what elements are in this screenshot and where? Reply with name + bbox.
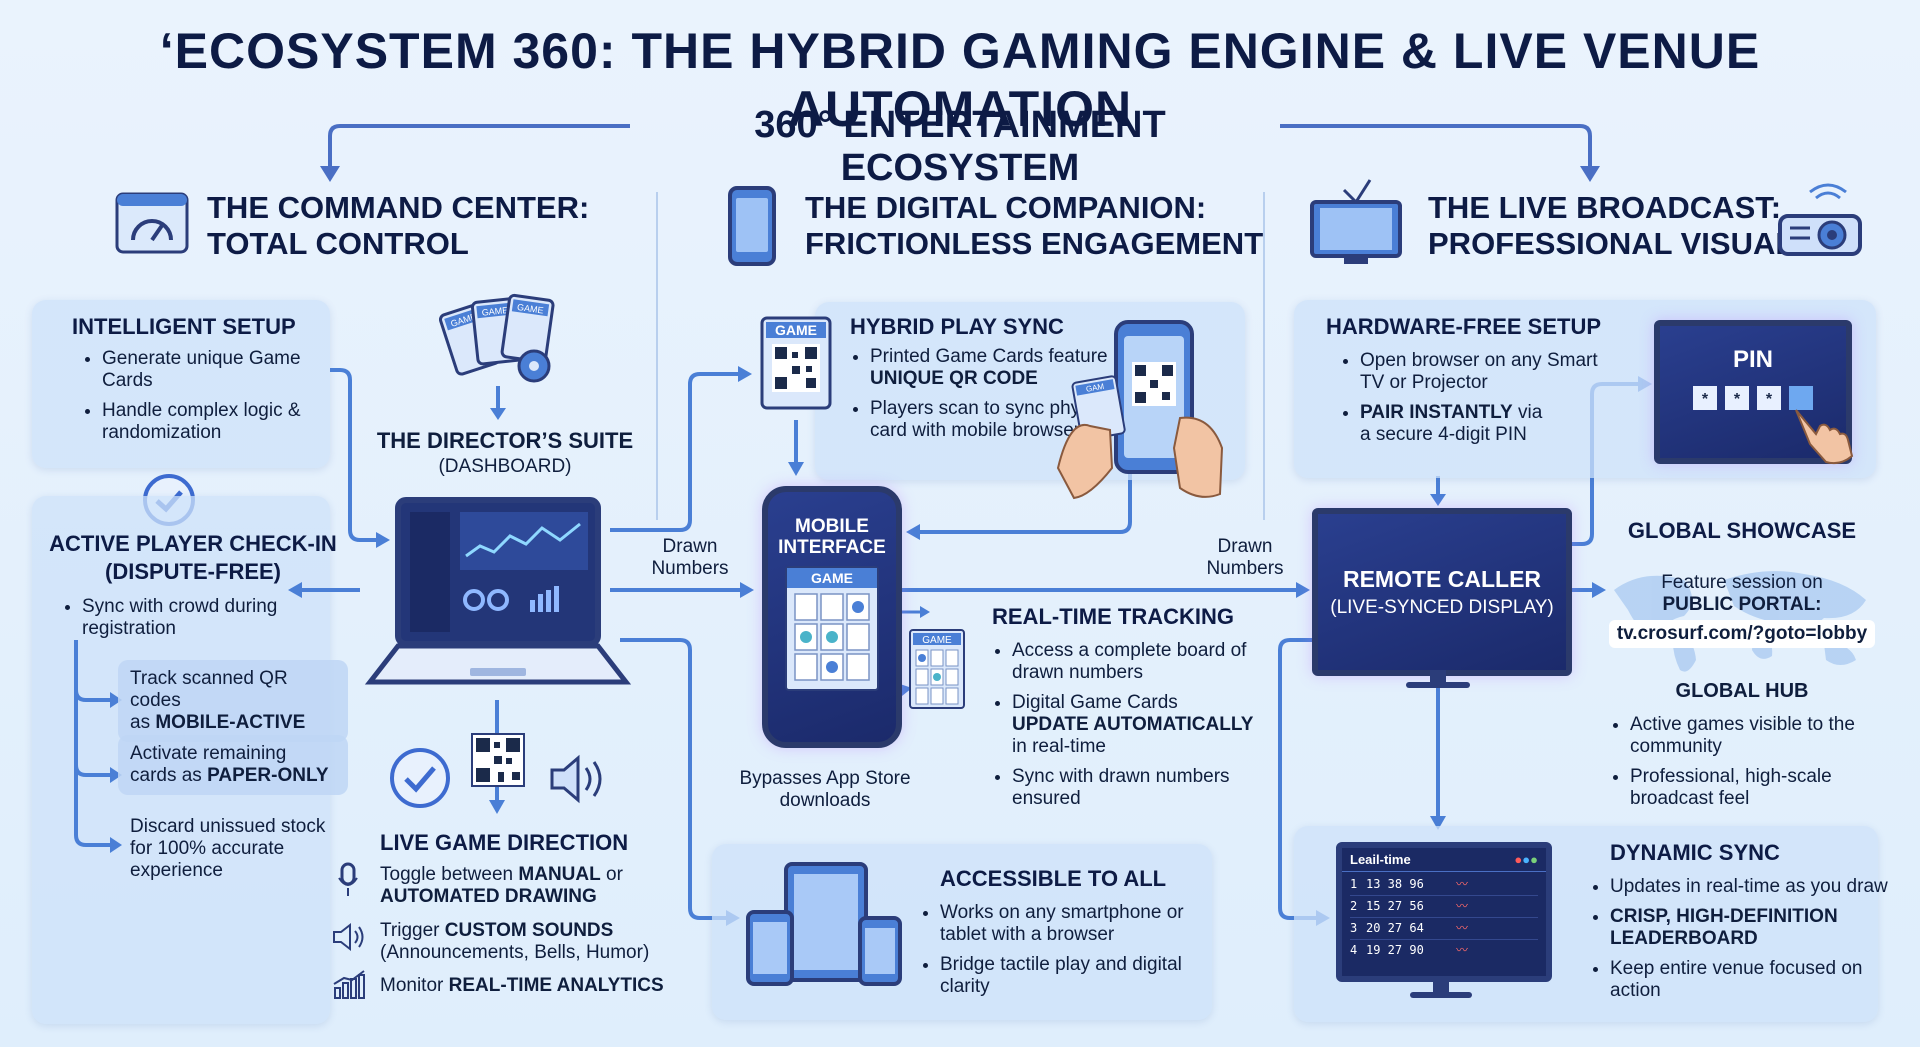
drawn-numbers-label: Drawn Numbers [1206,536,1284,579]
portal-url[interactable]: tv.crosurf.com/?goto=lobby [1608,620,1876,648]
pin-digit: * [1693,386,1717,410]
ecosystem-subtitle: 360° ENTERTAINMENT ECOSYSTEM [754,104,1166,189]
mini-game-card-icon: GAME [909,629,965,709]
mobile-interface-phone: MOBILE INTERFACE GAME [762,486,902,748]
qr-code-icon [471,733,525,787]
game-card-text: GAME [517,302,545,316]
toggle-drawing-item: Toggle between MANUAL or AUTOMATED DRAWI… [380,864,623,907]
leaderboard-header: Leail-time [1350,852,1411,867]
game-cards-gear-icon: GAME GAME GAME [438,293,555,383]
dashboard-laptop [364,497,632,685]
setup-bullet: Handle complex logic & randomization [102,400,302,444]
bingo-grid [794,593,870,681]
mobile-interface-label: MOBILE INTERFACE [778,516,886,558]
pin-digit: * [1725,386,1749,410]
analytics-item: Monitor REAL-TIME ANALYTICS [380,975,664,996]
speaker-icon [550,754,602,804]
sound-icon [333,922,364,952]
check-in-flow-lines [74,640,122,853]
check-in-bullets: Sync with crowd during registration [60,596,312,648]
dynamic-sync-title: DYNAMIC SYNC [1610,840,1780,865]
public-portal-text: Feature session on PUBLIC PORTAL: [1661,572,1823,615]
mobile-game-card: GAME [785,566,879,691]
phone-scanning-card-hands: GAM [1056,320,1224,500]
top-arrows [320,124,1600,520]
paper-only-step: Activate remaining cards as PAPER-ONLY [118,735,348,795]
pin-digits: * * * [1660,386,1846,410]
custom-sounds-item: Trigger CUSTOM SOUNDS (Announcements, Be… [380,920,650,963]
check-in-title: ACTIVE PLAYER CHECK-IN (DISPUTE-FREE) [49,531,337,584]
portal-url-wrap: tv.crosurf.com/?goto=lobby [1604,620,1880,648]
tv-icon [1310,179,1402,264]
real-time-tracking-title: REAL-TIME TRACKING [992,604,1234,629]
accessible-to-all-title: ACCESSIBLE TO ALL [940,866,1167,891]
setup-bullet: Generate unique Game Cards [102,348,302,392]
live-game-direction-title: LIVE GAME DIRECTION [380,830,629,855]
microphone-icon [338,862,358,896]
dashboard-gauge-icon [115,192,189,254]
window-dots: ●●● [1514,852,1538,867]
hardware-free-bullets: Open browser on any Smart TV or Projecto… [1338,350,1610,454]
monitor-stand [1410,980,1472,998]
pin-label: PIN [1732,346,1773,373]
game-card-text: GAME [481,305,508,318]
game-card-text: GAME [775,322,817,338]
remote-caller-display: REMOTE CALLER (LIVE-SYNCED DISPLAY) [1312,508,1572,676]
directors-suite-label: THE DIRECTOR’S SUITE (DASHBOARD) [376,428,634,477]
bypasses-app-store-label: Bypasses App Store downloads [739,768,911,811]
global-hub-bullets: Active games visible to the community Pr… [1608,714,1890,818]
drawn-numbers-label: Drawn Numbers [651,536,729,579]
check-circle-icon [390,748,450,808]
pin-digit [1789,386,1813,410]
digital-companion-heading: THE DIGITAL COMPANION: FRICTIONLESS ENGA… [805,190,1264,261]
hybrid-play-sync-title: HYBRID PLAY SYNC [850,314,1064,339]
real-time-bullets: Access a complete board of drawn numbers… [990,640,1262,818]
pointing-hand-icon [1795,409,1854,465]
page-title: ‘ECOSYSTEM 360: THE HYBRID GAMING ENGINE… [159,23,1761,137]
command-center-heading: THE COMMAND CENTER: TOTAL CONTROL [207,190,590,261]
game-card-qr-icon: GAME [760,316,832,410]
mobile-active-step: Track scanned QR codes as MOBILE-ACTIVE [118,660,348,742]
down-arrow [490,386,506,420]
accessible-bullets: Works on any smartphone or tablet with a… [918,902,1210,1006]
live-broadcast-heading: THE LIVE BROADCAST: PROFESSIONAL VISUALS [1428,190,1815,261]
smartphone-icon [728,186,776,266]
pin-digit: * [1757,386,1781,410]
projector-icon [1778,183,1862,256]
intelligent-setup-card: INTELLIGENT SETUP Generate unique Game C… [32,300,330,468]
dynamic-sync-bullets: Updates in real-time as you draw CRISP, … [1588,876,1892,1010]
hardware-free-title: HARDWARE-FREE SETUP [1326,314,1602,339]
analytics-icon [333,970,365,999]
intelligent-setup-title: INTELLIGENT SETUP [72,314,296,339]
devices-icon [746,862,902,986]
discard-step: Discard unissued stock for 100% accurate… [130,816,326,881]
global-showcase-title: GLOBAL SHOWCASE [1627,518,1857,543]
tv-stand [1406,670,1470,688]
game-card-text: GAME [922,635,952,646]
game-card-text: GAM [1085,382,1105,394]
global-hub-title: GLOBAL HUB [1675,680,1809,702]
